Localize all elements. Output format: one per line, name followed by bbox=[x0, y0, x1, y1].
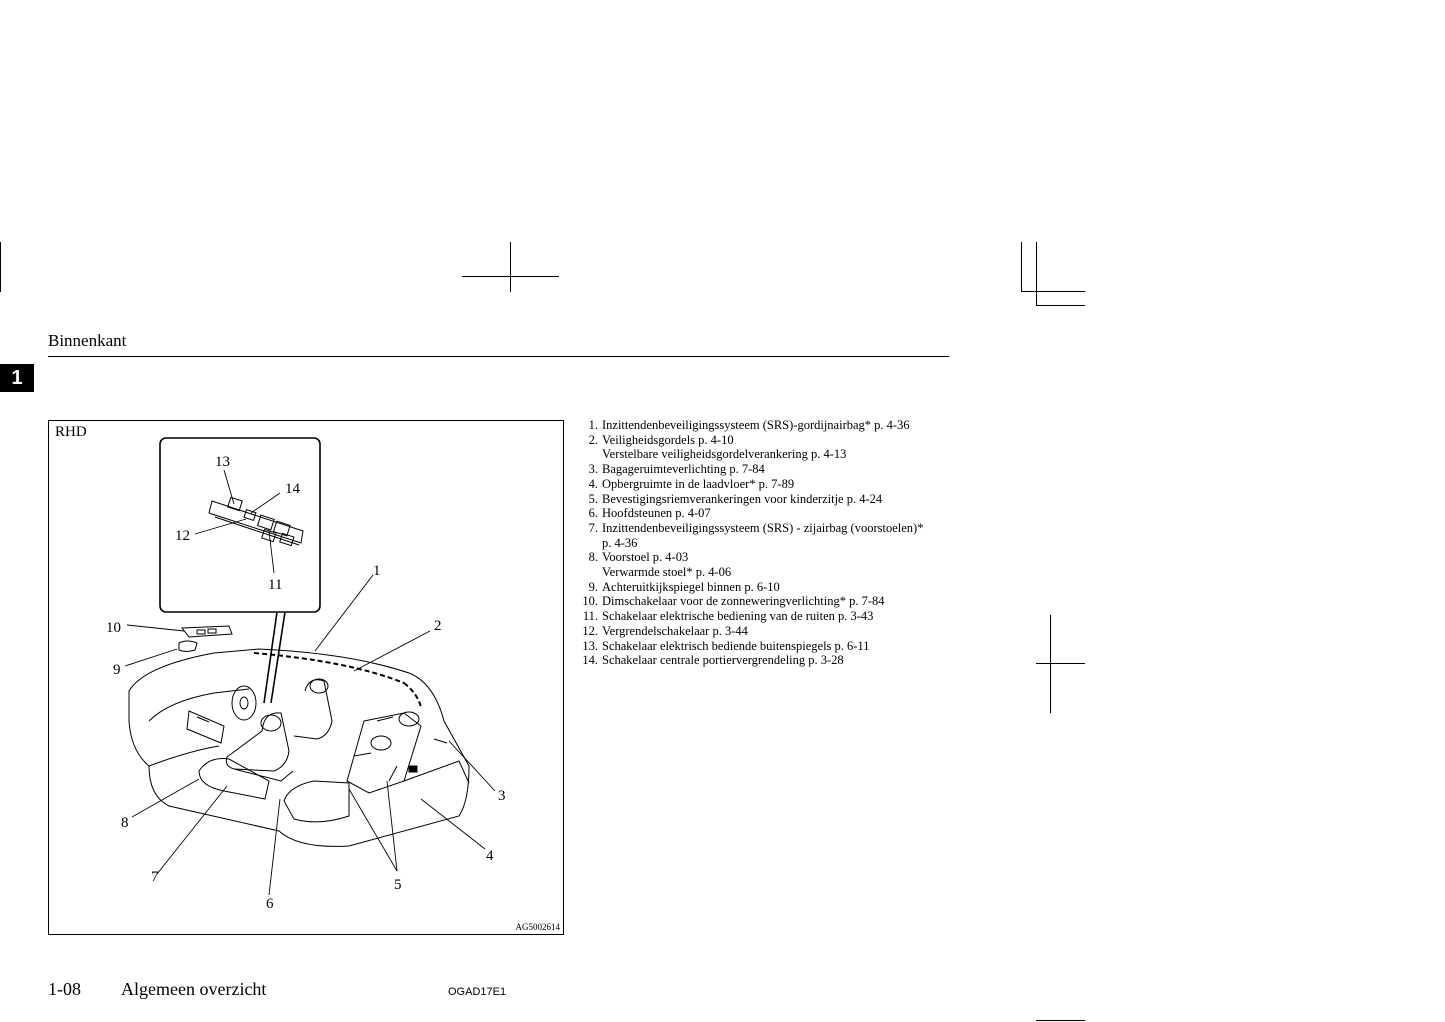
legend-item-number: 4. bbox=[588, 476, 598, 491]
callout-5: 5 bbox=[394, 877, 402, 893]
callout-10: 10 bbox=[106, 620, 121, 636]
legend-item-text: Achteruitkijkspiegel binnen p. 6-10 bbox=[602, 579, 780, 594]
legend-item-number: 9. bbox=[588, 579, 598, 594]
legend-item-number: 14. bbox=[582, 653, 598, 668]
legend-item: 12. Vergrendelschakelaar p. 3-44 bbox=[572, 624, 952, 639]
chapter-title: Algemeen overzicht bbox=[121, 979, 267, 999]
section-title: Binnenkant bbox=[48, 331, 127, 350]
legend-item-text: Opbergruimte in de laadvloer* p. 7-89 bbox=[602, 476, 795, 491]
legend-item: 1. Inzittendenbeveiligingssysteem (SRS)-g… bbox=[572, 418, 952, 433]
legend-item: 11. Schakelaar elektrische bediening van … bbox=[572, 609, 952, 624]
callout-2: 2 bbox=[434, 618, 442, 634]
legend-item-number: 8. bbox=[588, 550, 598, 565]
page-number: 1-08 bbox=[48, 979, 81, 999]
crop-mark bbox=[0, 242, 1, 292]
window-switch-panel-drawing bbox=[208, 496, 304, 547]
car-interior-illustration: 13 14 12 11 1 2 3 4 5 6 7 8 9 10 bbox=[106, 437, 506, 912]
legend-item: 7. Inzittendenbeveiligingssysteem (SRS) -… bbox=[572, 521, 952, 536]
legend-item: 10. Dimschakelaar voor de zonneweringverl… bbox=[572, 594, 952, 609]
callout-6: 6 bbox=[266, 896, 274, 912]
legend-item: 4. Opbergruimte in de laadvloer* p. 7-89 bbox=[572, 477, 952, 492]
callout-leader-lines bbox=[124, 469, 496, 896]
legend-item-subtext: Verstelbare veiligheidsgordelverankering… bbox=[602, 447, 847, 462]
legend-list: 1. Inzittendenbeveiligingssysteem (SRS)-g… bbox=[572, 418, 952, 668]
crop-mark bbox=[1036, 305, 1085, 306]
legend-item: 8. Voorstoel p. 4-03 bbox=[572, 550, 952, 565]
legend-item: 14. Schakelaar centrale portiervergrendel… bbox=[572, 653, 952, 668]
legend-item: 9. Achteruitkijkspiegel binnen p. 6-10 bbox=[572, 580, 952, 595]
car-body-drawing bbox=[128, 625, 470, 847]
legend-item-text: Dimschakelaar voor de zonneweringverlich… bbox=[602, 594, 885, 609]
chapter-tab: 1 bbox=[0, 364, 34, 392]
figure-code: AG5002614 bbox=[515, 922, 561, 932]
callout-4: 4 bbox=[486, 848, 494, 864]
legend-item-number: 6. bbox=[588, 506, 598, 521]
inset-box bbox=[159, 437, 321, 613]
crop-mark bbox=[462, 276, 559, 277]
legend-item-text: Vergrendelschakelaar p. 3-44 bbox=[602, 623, 748, 638]
legend-item-number: 13. bbox=[582, 638, 598, 653]
legend-item: 13. Schakelaar elektrisch bediende buiten… bbox=[572, 639, 952, 654]
legend-item-text: Bagageruimteverlichting p. 7-84 bbox=[602, 462, 765, 477]
legend-item-text: Inzittendenbeveiligingssysteem (SRS) - z… bbox=[602, 520, 924, 535]
callout-14: 14 bbox=[285, 481, 301, 497]
document-code: OGAD17E1 bbox=[448, 986, 507, 998]
crop-mark bbox=[1050, 615, 1051, 713]
legend-item-text: Schakelaar centrale portiervergrendeling… bbox=[602, 653, 844, 668]
interior-figure: 13 14 12 11 1 2 3 4 5 6 7 8 9 10 RHD AG5… bbox=[48, 420, 564, 935]
legend-item-number: 2. bbox=[588, 432, 598, 447]
legend-item-text: Veiligheidsgordels p. 4-10 bbox=[602, 432, 734, 447]
legend-item: 3. Bagageruimteverlichting p. 7-84 bbox=[572, 462, 952, 477]
callout-12: 12 bbox=[175, 528, 190, 544]
legend-item: 2. Veiligheidsgordels p. 4-10 bbox=[572, 433, 952, 448]
crop-mark bbox=[1021, 242, 1022, 292]
callout-13: 13 bbox=[215, 454, 230, 470]
callout-8: 8 bbox=[121, 815, 129, 831]
crop-mark bbox=[1036, 663, 1085, 664]
crop-mark bbox=[510, 242, 511, 292]
legend-item-number: 7. bbox=[588, 520, 598, 535]
crop-mark bbox=[1036, 1020, 1085, 1021]
legend-item-subtext: Verwarmde stoel* p. 4-06 bbox=[602, 565, 732, 580]
legend-item-number: 12. bbox=[582, 623, 598, 638]
callout-1: 1 bbox=[373, 563, 381, 579]
legend-item-text: Bevestigingsriemverankeringen voor kinde… bbox=[602, 491, 883, 506]
legend-item-text: Schakelaar elektrische bediening van de … bbox=[602, 609, 874, 624]
legend-item-text: Hoofdsteunen p. 4-07 bbox=[602, 506, 711, 521]
legend-item-number: 1. bbox=[588, 418, 598, 432]
callout-11: 11 bbox=[268, 577, 282, 593]
figure-label: RHD bbox=[55, 424, 87, 440]
legend-item-number: 11. bbox=[582, 609, 598, 624]
legend-item-text: Voorstoel p. 4-03 bbox=[602, 550, 689, 565]
legend-item: 6. Hoofdsteunen p. 4-07 bbox=[572, 506, 952, 521]
legend-item-text: Schakelaar elektrisch bediende buitenspi… bbox=[602, 638, 870, 653]
crop-mark bbox=[1021, 291, 1085, 292]
callout-9: 9 bbox=[113, 662, 121, 678]
legend-item-number: 5. bbox=[588, 491, 598, 506]
crop-mark bbox=[1036, 242, 1037, 306]
legend-item-number: 3. bbox=[588, 462, 598, 477]
legend-item-number: 10. bbox=[582, 594, 598, 609]
legend-item: 5. Bevestigingsriemverankeringen voor kin… bbox=[572, 492, 952, 507]
callout-3: 3 bbox=[498, 788, 506, 804]
legend-item-text: Inzittendenbeveiligingssysteem (SRS)-gor… bbox=[602, 418, 910, 432]
header-rule bbox=[48, 356, 949, 357]
callout-7: 7 bbox=[151, 869, 159, 885]
legend-item-subtext: p. 4-36 bbox=[602, 535, 638, 550]
